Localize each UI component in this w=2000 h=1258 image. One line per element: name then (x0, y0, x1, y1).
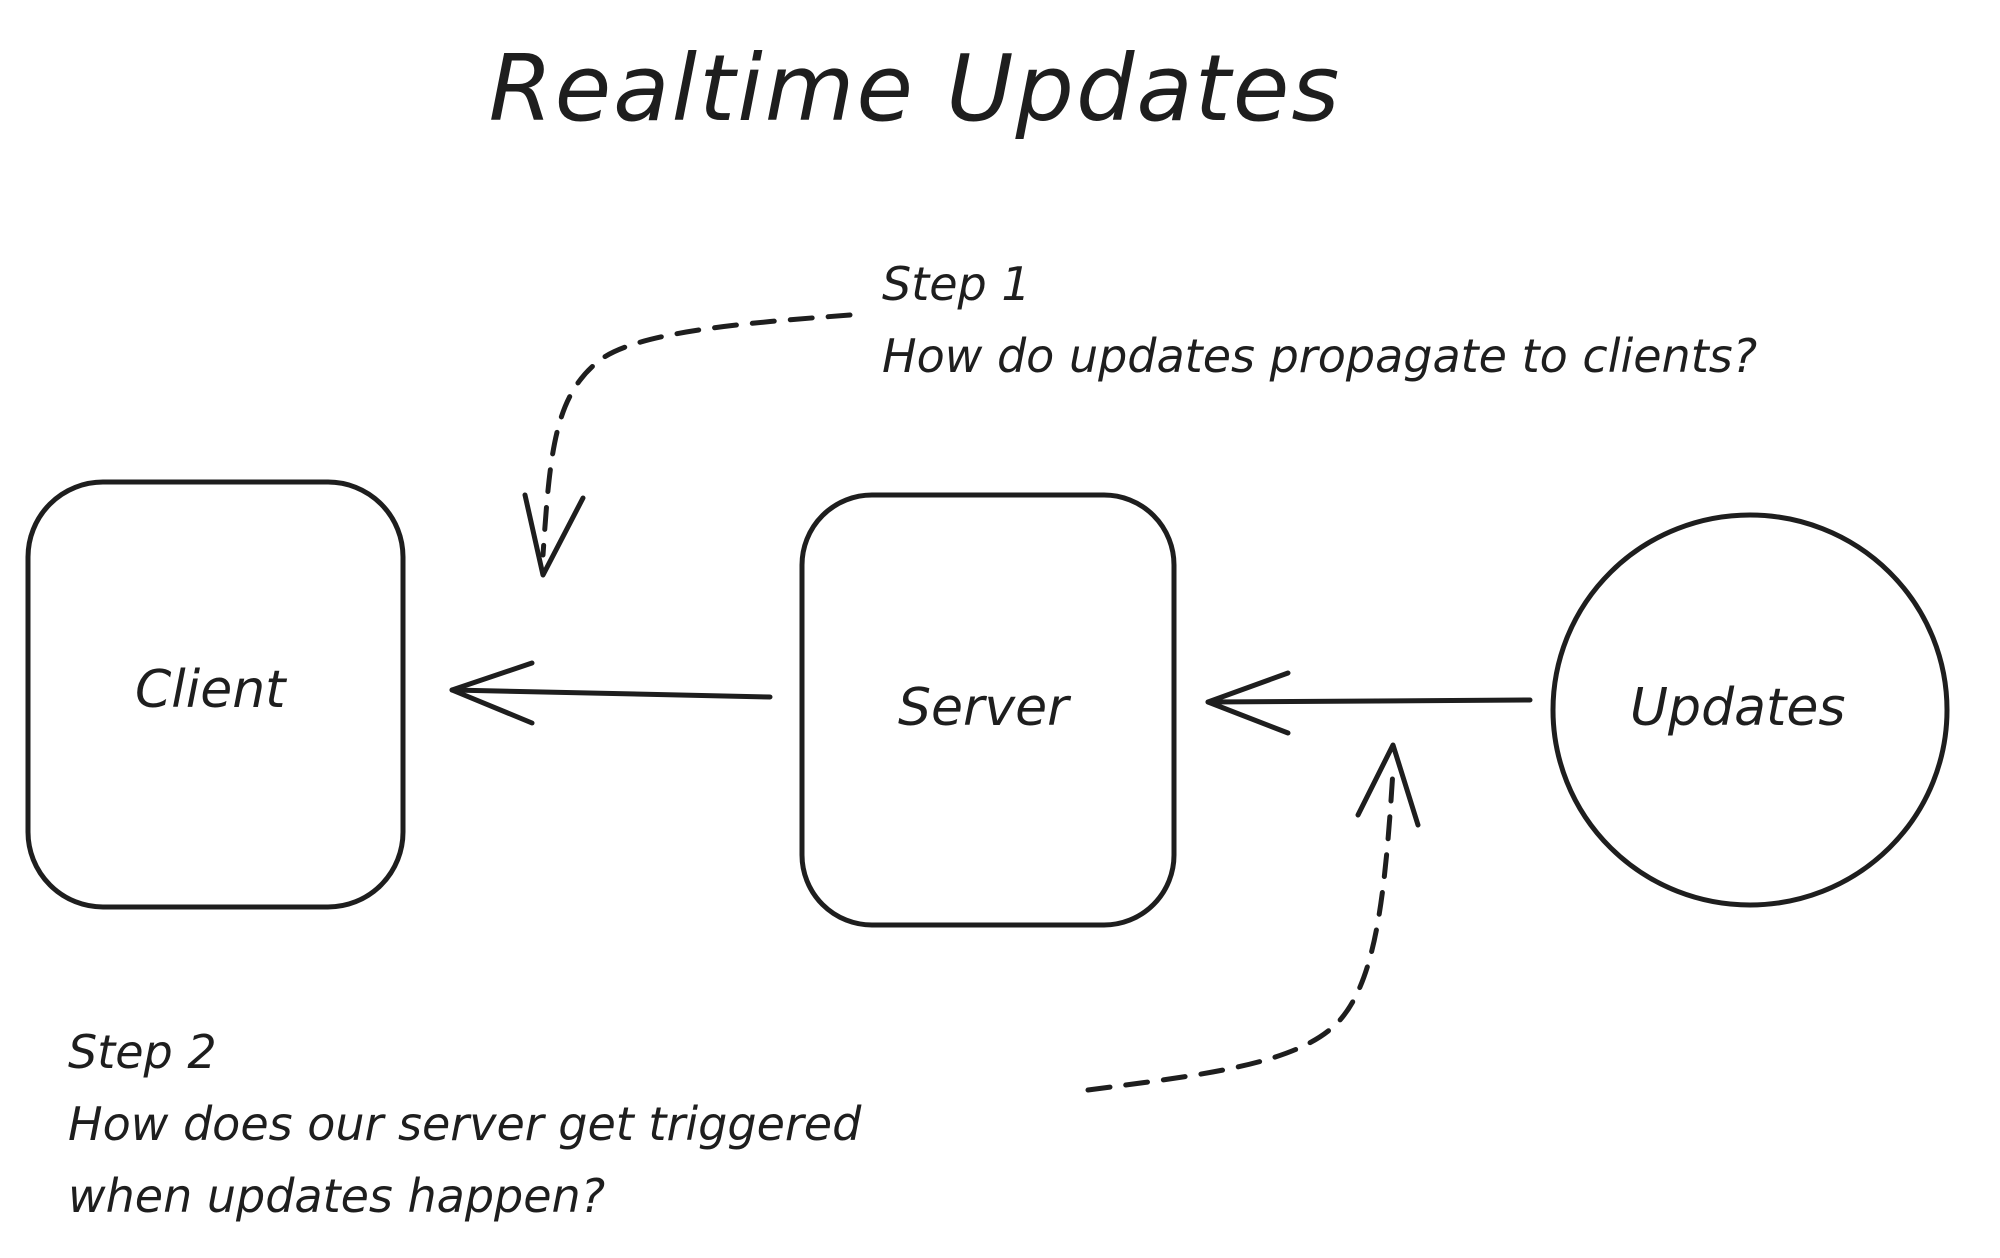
server-label: Server (898, 678, 1069, 738)
server-to-client-arrow (449, 660, 773, 726)
step2-dashed-arrow (1085, 742, 1421, 1093)
client-box[interactable] (25, 479, 406, 910)
step1-question: How do updates propagate to clients? (882, 329, 1758, 383)
server-box[interactable] (799, 492, 1177, 928)
step1-dashed-arrow (522, 312, 853, 578)
updates-circle[interactable] (1550, 512, 1950, 908)
step2-question-line2: when updates happen? (68, 1169, 606, 1223)
step1-note: Step 1 How do updates propagate to clien… (882, 248, 1757, 392)
step1-label: Step 1 (882, 257, 1031, 311)
updates-label: Updates (1630, 678, 1846, 738)
updates-to-server-arrow (1205, 670, 1533, 736)
step2-question-line1: How does our server get triggered (68, 1097, 862, 1151)
client-label: Client (135, 660, 286, 720)
diagram-title: Realtime Updates (488, 35, 1342, 142)
step2-label: Step 2 (68, 1025, 217, 1079)
step2-note: Step 2 How does our server get triggered… (68, 1016, 861, 1232)
